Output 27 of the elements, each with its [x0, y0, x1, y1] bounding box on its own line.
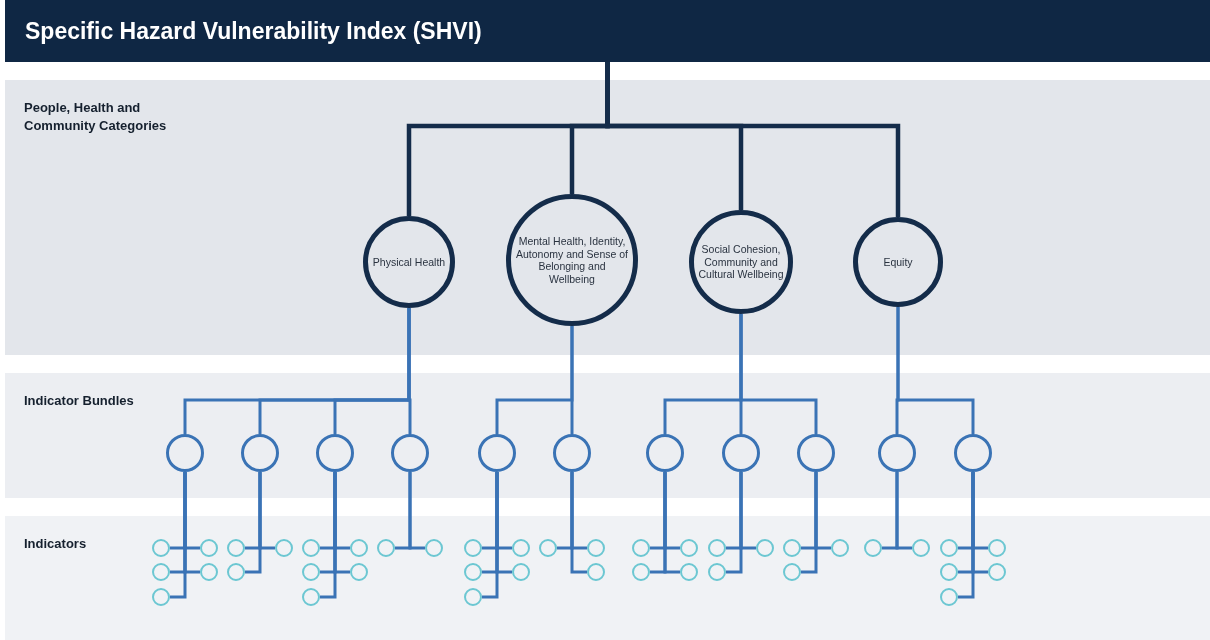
category-label: Equity	[883, 255, 913, 269]
connector-line	[170, 472, 187, 599]
band-background	[5, 373, 1210, 498]
connector-line	[895, 472, 912, 550]
band-label: People, Health and Community Categories	[24, 99, 168, 135]
connector-line	[482, 472, 499, 599]
connector-line	[320, 472, 337, 599]
band-background	[5, 80, 1210, 355]
category-label: Physical Health	[372, 255, 446, 269]
band-label: Indicators	[24, 535, 88, 553]
title-text: Specific Hazard Vulnerability Index (SHVI)	[25, 16, 482, 46]
category-label: Mental Health, Identity, Autonomy and Sense of Belonging and Wellbeing	[515, 235, 629, 285]
band-background	[5, 516, 1210, 640]
band-label: Indicator Bundles	[24, 392, 135, 410]
connector-line	[245, 472, 262, 574]
category-label: Social Cohesion, Community and Cultural Wellbeing	[698, 243, 784, 281]
connector-line	[663, 472, 680, 574]
connector-line	[570, 472, 587, 574]
connector-line	[408, 472, 425, 550]
connector-line	[801, 472, 818, 574]
connector-line	[958, 472, 975, 599]
connector-line	[726, 472, 743, 574]
title-bar	[5, 0, 1210, 62]
connector-line	[570, 326, 574, 434]
connector-line	[896, 307, 975, 434]
connector-line	[407, 308, 412, 434]
connector-line	[739, 314, 818, 434]
